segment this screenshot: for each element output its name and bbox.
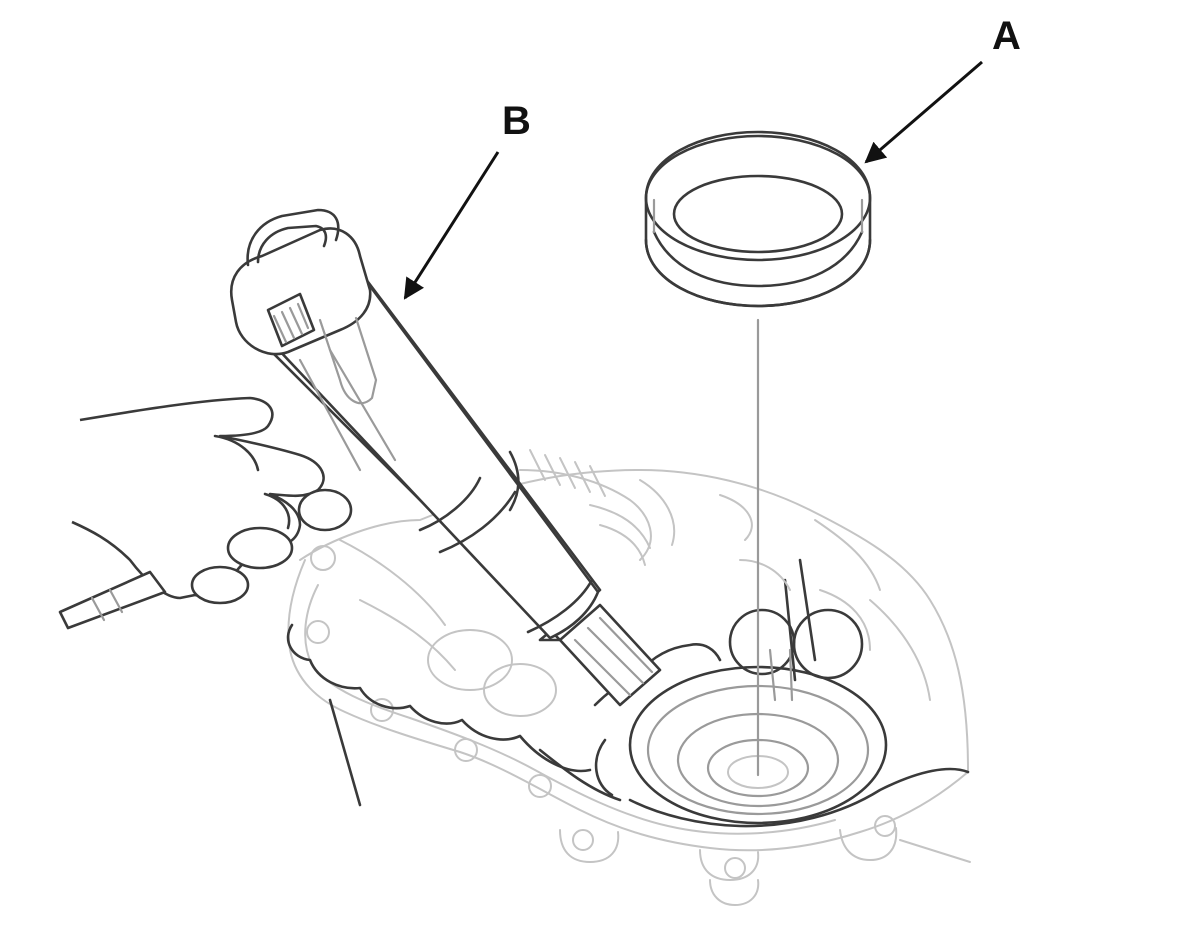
callout-a-leader-arrow <box>864 60 983 164</box>
technician-hand <box>58 396 353 630</box>
callout-a: A <box>864 14 1021 164</box>
callout-a-label: A <box>992 14 1021 58</box>
oil-seal-ring <box>644 130 872 308</box>
callout-b: B <box>403 99 531 300</box>
callout-b-leader-arrow <box>403 151 500 300</box>
callout-b-label: B <box>502 99 531 143</box>
seal-driver-tool <box>229 208 662 707</box>
